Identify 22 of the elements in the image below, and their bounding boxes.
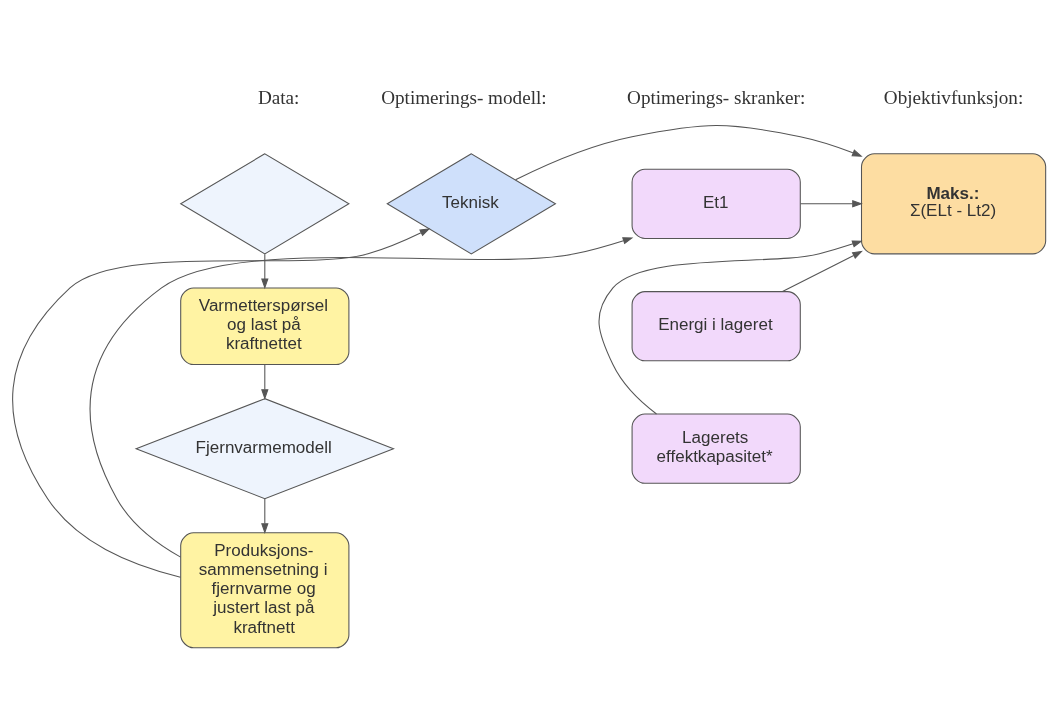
arrow	[515, 124, 863, 181]
node-diamond: Fjernvarmemodell	[134, 398, 395, 500]
label: Data:	[257, 87, 300, 109]
node-box: Varmetterspørsel og last på kraftnettet	[180, 287, 350, 366]
node-box: Maks.: Σ(ELt - Lt2)	[860, 153, 1047, 255]
label: Optimerings- skranker:	[627, 87, 806, 109]
arrow	[261, 253, 269, 290]
arrow	[261, 364, 269, 400]
label: Objektivfunksjon:	[883, 87, 1024, 109]
node-box: Lagerets effektkapasitet*	[631, 413, 801, 484]
node-diamond: Teknisk	[386, 153, 557, 255]
arrow	[89, 237, 634, 558]
node-box: Et1	[631, 168, 801, 239]
node-box: Energi i lageret	[631, 291, 801, 362]
node-diamond	[179, 153, 350, 255]
node-box: Produksjons- sammensetning i fjernvarme og justert last på kraftnett	[180, 532, 350, 649]
arrow	[598, 240, 863, 415]
arrow	[12, 228, 431, 578]
arrow	[782, 250, 863, 293]
arrow	[261, 498, 269, 534]
label: Optimerings- modell:	[381, 87, 547, 109]
arrow	[800, 200, 863, 208]
